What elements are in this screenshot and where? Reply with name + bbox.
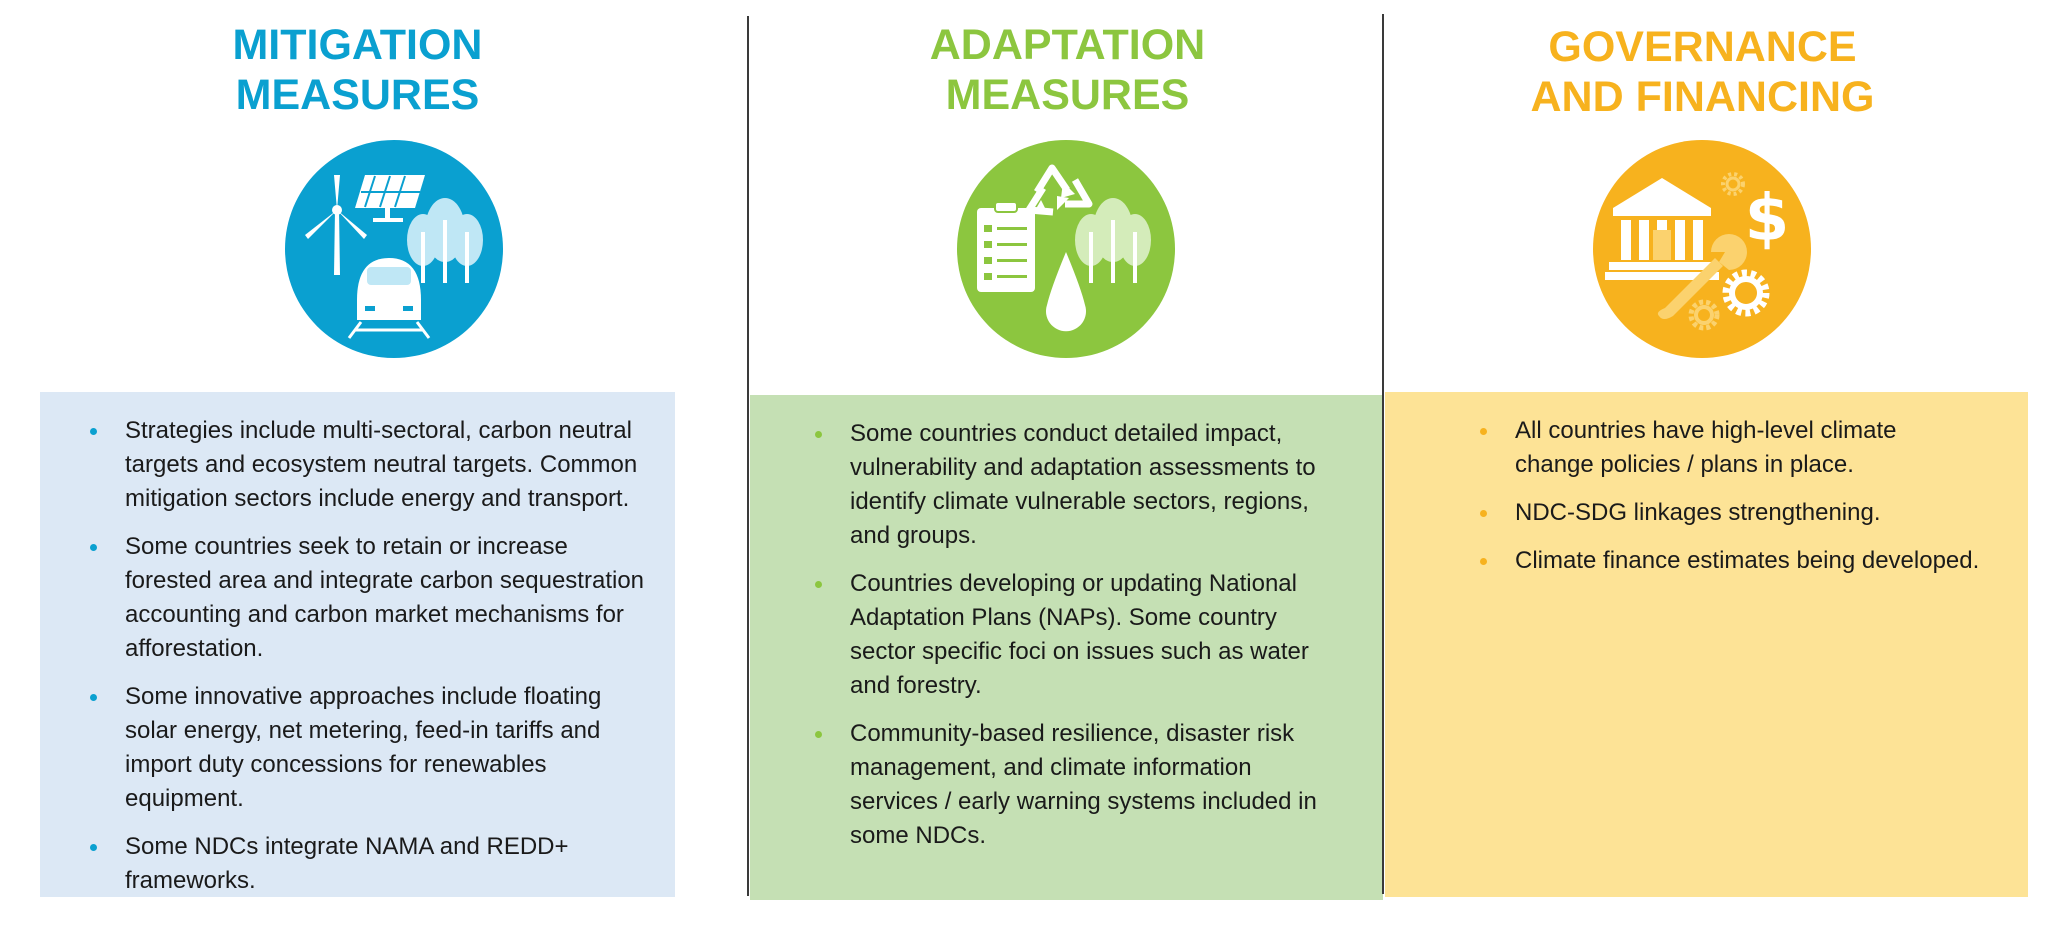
bullet-dot: [1480, 558, 1487, 565]
title-line: MITIGATION: [232, 21, 483, 69]
bullet-text: NDC-SDG linkages strengthening.: [1515, 499, 1881, 526]
bullet-text: All countries have high-level climate ch…: [1515, 417, 1897, 478]
column-divider: [1382, 14, 1384, 894]
governance-title: GOVERNANCE AND FINANCING: [1385, 22, 2020, 122]
bullet-dot: [90, 844, 97, 851]
bullet-text: Some countries seek to retain or increas…: [125, 533, 645, 662]
title-line: MEASURES: [235, 71, 480, 119]
bullet-text: Some NDCs integrate NAMA and REDD+ frame…: [125, 833, 569, 894]
mitigation-title: MITIGATION MEASURES: [40, 20, 675, 120]
mitigation-column: MITIGATION MEASURES: [40, 0, 675, 927]
title-line: GOVERNANCE: [1548, 23, 1857, 71]
bullet-text: Climate finance estimates being develope…: [1515, 547, 1980, 574]
column-divider: [747, 16, 749, 896]
list-item: Countries developing or updating Nationa…: [815, 567, 1335, 703]
bullet-dot: [1480, 510, 1487, 517]
adaptation-panel: Some countries conduct detailed impact, …: [750, 395, 1383, 900]
list-item: NDC-SDG linkages strengthening.: [1480, 496, 1980, 530]
list-item: Climate finance estimates being develope…: [1480, 544, 1980, 578]
bullet-dot: [90, 544, 97, 551]
bank-dollar-gear-icon: $: [1593, 140, 1811, 358]
list-item: Community-based resilience, disaster ris…: [815, 717, 1335, 853]
adaptation-title: ADAPTATION MEASURES: [750, 20, 1385, 120]
governance-column: GOVERNANCE AND FINANCING: [1385, 0, 2028, 927]
recycle-checklist-water-forest-icon: [957, 140, 1175, 358]
adaptation-column: ADAPTATION MEASURES: [750, 0, 1385, 927]
list-item: Some NDCs integrate NAMA and REDD+ frame…: [90, 830, 650, 898]
mitigation-bullet-list: Strategies include multi-sectoral, carbo…: [90, 414, 650, 912]
bullet-dot: [90, 428, 97, 435]
title-line: AND FINANCING: [1530, 73, 1875, 121]
bullet-text: Community-based resilience, disaster ris…: [850, 720, 1317, 849]
list-item: All countries have high-level climate ch…: [1480, 414, 1980, 482]
title-line: MEASURES: [945, 71, 1190, 119]
title-line: ADAPTATION: [929, 21, 1206, 69]
svg-text:$: $: [1745, 182, 1790, 256]
governance-bullet-list: All countries have high-level climate ch…: [1480, 414, 1980, 592]
bullet-dot: [815, 581, 822, 588]
energy-transport-forest-icon: [285, 140, 503, 358]
adaptation-bullet-list: Some countries conduct detailed impact, …: [815, 417, 1335, 867]
governance-panel: All countries have high-level climate ch…: [1385, 392, 2028, 897]
bullet-dot: [90, 694, 97, 701]
mitigation-panel: Strategies include multi-sectoral, carbo…: [40, 392, 675, 897]
bullet-dot: [1480, 428, 1487, 435]
bullet-dot: [815, 431, 822, 438]
bullet-text: Some innovative approaches include float…: [125, 683, 602, 812]
bullet-text: Strategies include multi-sectoral, carbo…: [125, 417, 638, 512]
list-item: Some countries seek to retain or increas…: [90, 530, 650, 666]
bullet-text: Some countries conduct detailed impact, …: [850, 420, 1316, 549]
list-item: Some innovative approaches include float…: [90, 680, 650, 816]
list-item: Strategies include multi-sectoral, carbo…: [90, 414, 650, 516]
list-item: Some countries conduct detailed impact, …: [815, 417, 1335, 553]
bullet-text: Countries developing or updating Nationa…: [850, 570, 1309, 699]
bullet-dot: [815, 731, 822, 738]
